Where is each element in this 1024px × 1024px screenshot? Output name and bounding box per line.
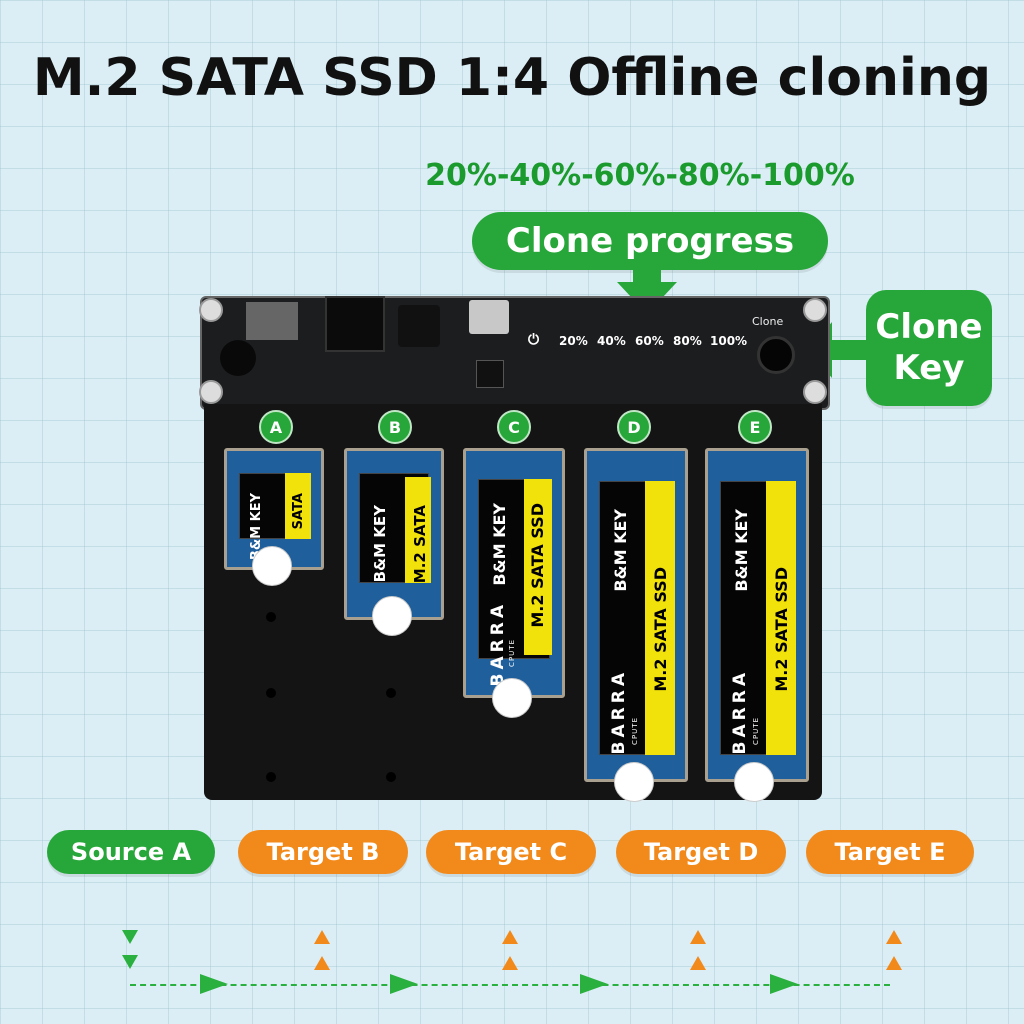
- clone-key-badge: Clone Key: [866, 290, 992, 406]
- arrow-up-icon: [690, 930, 706, 944]
- led-label-40: 40%: [597, 334, 626, 348]
- ssd-c-brand-small: CPUTE: [508, 639, 516, 667]
- screw-icon: [199, 298, 223, 322]
- ssd-d-type-label: M.2 SATA SSD: [651, 567, 670, 692]
- ssd-d-key-label: B&M KEY: [611, 509, 630, 592]
- arrow-down-icon: [122, 930, 138, 944]
- led-label-60: 60%: [635, 334, 664, 348]
- ssd-e: B&M KEY M.2 SATA SSD BARRA CPUTE: [705, 448, 809, 782]
- clone-button[interactable]: [757, 336, 795, 374]
- ssd-c: B&M KEY M.2 SATA SSD BARRA CPUTE: [463, 448, 565, 698]
- arrow-up-icon: [502, 956, 518, 970]
- slot-letter-d: D: [617, 410, 651, 444]
- led-label-100: 100%: [710, 334, 748, 348]
- usb-port: [469, 300, 509, 334]
- arrow-up-icon: [690, 956, 706, 970]
- arrow-down-icon: [122, 955, 138, 969]
- ssd-e-brand-small: CPUTE: [752, 717, 760, 745]
- arrow-up-icon: [502, 930, 518, 944]
- ssd-b-knob[interactable]: [372, 596, 412, 636]
- flow-line: [130, 984, 890, 986]
- clone-label: Clone: [752, 315, 784, 328]
- mounting-hole: [266, 772, 276, 782]
- ssd-e-brand: BARRA: [730, 669, 750, 755]
- control-board: [200, 296, 830, 410]
- clone-progress-badge: Clone progress: [472, 212, 828, 270]
- page-title: M.2 SATA SSD 1:4 Offline cloning: [32, 48, 992, 108]
- ssd-b-type-label: M.2 SATA: [411, 505, 429, 584]
- screw-icon: [803, 298, 827, 322]
- clone-progress-arrow-icon: [617, 264, 677, 314]
- ssd-d-brand: BARRA: [609, 669, 629, 755]
- switch-connector: [246, 302, 298, 340]
- arrow-right-icon: [200, 974, 228, 994]
- slot-letter-c: C: [497, 410, 531, 444]
- arrow-up-icon: [886, 956, 902, 970]
- ssd-c-brand: BARRA: [488, 601, 508, 687]
- progress-scale: 20%-40%-60%-80%-100%: [425, 158, 855, 193]
- power-icon: ⏻: [528, 332, 540, 348]
- ssd-d-brand-small: CPUTE: [631, 717, 639, 745]
- mounting-hole: [266, 688, 276, 698]
- screw-icon: [803, 380, 827, 404]
- arrow-right-icon: [770, 974, 798, 994]
- led-label-20: 20%: [559, 334, 588, 348]
- mounting-hole: [266, 612, 276, 622]
- mounting-hole: [386, 688, 396, 698]
- speaker: [220, 340, 256, 376]
- ssd-b: B&M KEY M.2 SATA: [344, 448, 444, 620]
- ssd-b-key-label: B&M KEY: [371, 505, 389, 583]
- ssd-e-knob[interactable]: [734, 762, 774, 802]
- slot-letter-e: E: [738, 410, 772, 444]
- ssd-d-knob[interactable]: [614, 762, 654, 802]
- led-label-80: 80%: [673, 334, 702, 348]
- ssd-e-key-label: B&M KEY: [732, 509, 751, 592]
- ssd-d: B&M KEY M.2 SATA SSD BARRA CPUTE: [584, 448, 688, 782]
- source-a-label: Source A: [47, 830, 215, 874]
- target-d-label: Target D: [616, 830, 786, 874]
- ssd-a-knob[interactable]: [252, 546, 292, 586]
- arrow-right-icon: [580, 974, 608, 994]
- mounting-hole: [386, 772, 396, 782]
- arrow-up-icon: [886, 930, 902, 944]
- target-b-label: Target B: [238, 830, 408, 874]
- slot-letter-a: A: [259, 410, 293, 444]
- power-switch: [325, 296, 385, 352]
- arrow-up-icon: [314, 930, 330, 944]
- screw-icon: [199, 380, 223, 404]
- ssd-c-knob[interactable]: [492, 678, 532, 718]
- slot-letter-b: B: [378, 410, 412, 444]
- chip: [476, 360, 504, 388]
- dc-jack: [398, 305, 440, 347]
- ssd-c-type-label: M.2 SATA SSD: [528, 503, 547, 628]
- ssd-a-type-label: SATA: [291, 493, 306, 530]
- ssd-c-key-label: B&M KEY: [490, 503, 509, 586]
- arrow-up-icon: [314, 956, 330, 970]
- target-c-label: Target C: [426, 830, 596, 874]
- arrow-right-icon: [390, 974, 418, 994]
- target-e-label: Target E: [806, 830, 974, 874]
- ssd-e-type-label: M.2 SATA SSD: [772, 567, 791, 692]
